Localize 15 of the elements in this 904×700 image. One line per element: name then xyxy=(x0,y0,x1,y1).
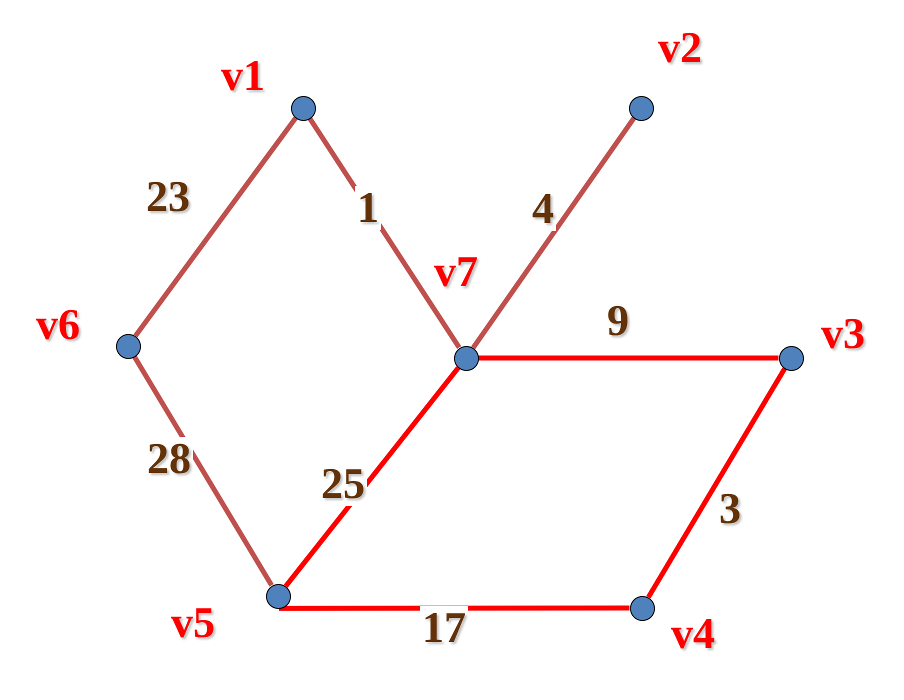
vertex-label: v7 xyxy=(434,250,478,294)
edge-line xyxy=(646,367,787,599)
edge-line xyxy=(284,366,460,588)
vertex-label: v1 xyxy=(221,54,265,98)
vertex-label: v5 xyxy=(171,601,215,645)
vertex-label: v6 xyxy=(36,303,80,347)
edge-line xyxy=(279,606,630,611)
edge-line xyxy=(478,356,778,360)
edge-label: 1 xyxy=(355,186,381,230)
edge-line xyxy=(133,116,298,338)
vertex-label: v4 xyxy=(671,612,715,656)
vertex-label: v3 xyxy=(821,312,865,356)
edge-line xyxy=(132,355,274,587)
vertex-label: v2 xyxy=(658,26,702,70)
edge-line xyxy=(471,116,636,350)
